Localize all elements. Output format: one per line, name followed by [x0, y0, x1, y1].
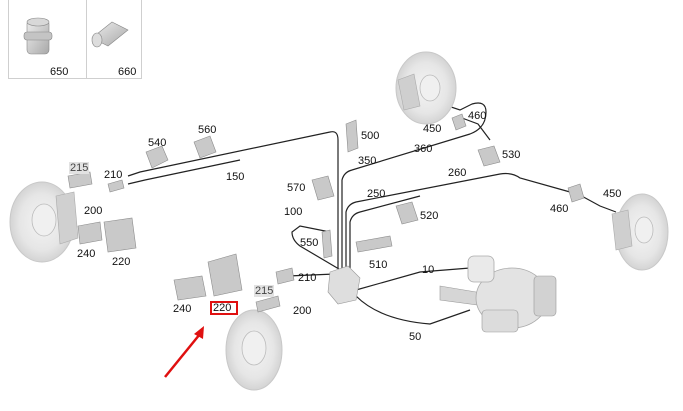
top-right-brake-disc	[395, 51, 457, 125]
label-560: 560	[198, 124, 217, 136]
label-210-left: 210	[104, 169, 123, 181]
part-560	[193, 135, 217, 159]
part-220-center	[207, 253, 243, 297]
part-530	[477, 145, 501, 167]
label-460-right: 460	[550, 203, 569, 215]
part-215-center	[255, 295, 281, 313]
right-brake-disc	[611, 193, 669, 271]
label-100: 100	[284, 206, 303, 218]
label-450-top: 450	[423, 123, 442, 135]
label-500: 500	[361, 130, 380, 142]
part-240-center	[173, 275, 207, 301]
label-50: 50	[409, 331, 422, 343]
label-200-center: 200	[293, 305, 312, 317]
label-550: 550	[300, 237, 319, 249]
distribution-block	[327, 265, 361, 305]
part-510	[355, 235, 393, 253]
label-650: 650	[50, 66, 69, 78]
label-520: 520	[420, 210, 439, 222]
small-parts	[67, 113, 585, 313]
label-210-center: 210	[298, 272, 317, 284]
label-510: 510	[369, 259, 388, 271]
label-215-center: 215	[254, 285, 275, 297]
part-650-bushing	[23, 17, 53, 55]
brake-booster-master-cylinder	[439, 255, 557, 333]
label-570: 570	[287, 182, 306, 194]
label-240-left: 240	[77, 248, 96, 260]
part-240-left	[77, 221, 103, 245]
label-530: 530	[502, 149, 521, 161]
part-500	[345, 119, 359, 153]
label-660: 660	[118, 66, 137, 78]
part-215-left	[67, 171, 93, 189]
label-350: 350	[358, 155, 377, 167]
label-450-right: 450	[603, 188, 622, 200]
label-10: 10	[422, 264, 435, 276]
part-550	[321, 229, 333, 259]
small-parts-inset	[8, 0, 142, 79]
label-460-top: 460	[468, 110, 487, 122]
label-540: 540	[148, 137, 167, 149]
center-brake-disc	[225, 309, 283, 391]
label-250: 250	[367, 188, 386, 200]
inset-divider	[86, 0, 87, 79]
part-460-top	[451, 113, 467, 131]
part-520	[395, 201, 419, 225]
red-pointer-arrow	[164, 326, 204, 378]
label-215-left: 215	[69, 162, 90, 174]
part-220-left	[103, 217, 137, 253]
part-460-right	[567, 183, 585, 203]
highlight-box-220	[210, 301, 238, 315]
label-360: 360	[414, 143, 433, 155]
label-220-left: 220	[112, 256, 131, 268]
label-260: 260	[448, 167, 467, 179]
left-brake-disc	[9, 181, 79, 263]
part-210-center	[275, 267, 295, 285]
label-150: 150	[226, 171, 245, 183]
label-220-center: 220	[213, 302, 232, 314]
part-210-left	[107, 179, 125, 193]
label-240-center: 240	[173, 303, 192, 315]
part-540	[145, 145, 169, 169]
part-570	[311, 175, 335, 201]
part-660-sleeve	[91, 21, 129, 48]
label-200-left: 200	[84, 205, 103, 217]
